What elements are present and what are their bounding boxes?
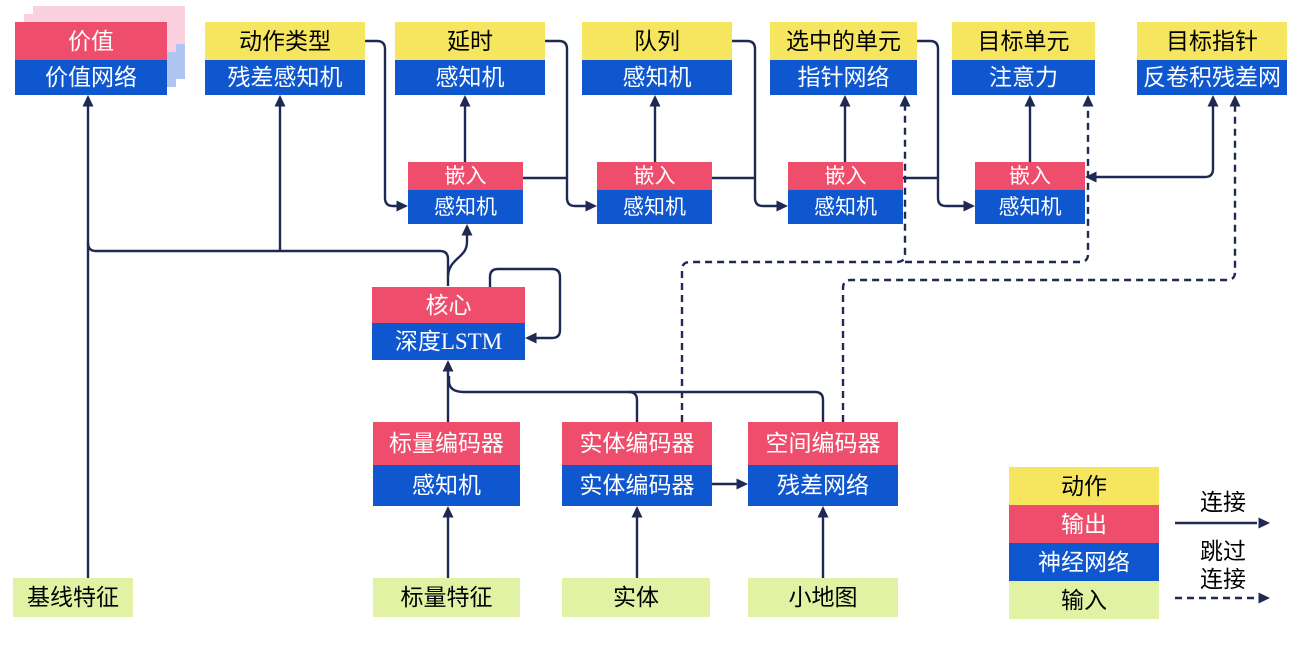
entities-node: 实体	[562, 578, 710, 617]
network-row: 实体编码器	[562, 465, 712, 506]
action-type-node: 动作类型残差感知机	[205, 22, 365, 95]
embed4-node: 嵌入感知机	[975, 162, 1085, 224]
baseline-features-node: 基线特征	[13, 578, 133, 617]
action-row: 延时	[395, 22, 545, 60]
action-row: 动作	[1009, 467, 1159, 505]
input-row: 输入	[1009, 581, 1159, 619]
output-row: 嵌入	[975, 162, 1085, 190]
network-row: 反卷积残差网	[1137, 60, 1287, 95]
legend-solid-arrow-label: 连接	[1200, 490, 1246, 515]
minimap-node: 小地图	[748, 578, 898, 617]
action-row: 目标单元	[952, 22, 1095, 60]
output-row: 实体编码器	[562, 422, 712, 465]
network-row: 感知机	[373, 465, 520, 506]
network-row: 深度LSTM	[372, 323, 525, 360]
output-row: 嵌入	[788, 162, 903, 190]
network-row: 价值网络	[15, 60, 167, 95]
delay-node: 延时感知机	[395, 22, 545, 95]
output-row: 标量编码器	[373, 422, 520, 465]
legend-dashed-arrow-label-line2: 连接	[1200, 567, 1246, 592]
target-pointer-node: 目标指针反卷积残差网	[1137, 22, 1287, 95]
output-row: 价值	[15, 22, 167, 60]
input-row: 标量特征	[373, 578, 520, 617]
output-row: 嵌入	[597, 162, 712, 190]
input-row: 基线特征	[13, 578, 133, 617]
network-row: 残差感知机	[205, 60, 365, 95]
selected-units-node: 选中的单元指针网络	[770, 22, 917, 95]
network-row: 残差网络	[748, 465, 898, 506]
output-row: 核心	[372, 287, 525, 323]
action-row: 选中的单元	[770, 22, 917, 60]
network-row: 感知机	[395, 60, 545, 95]
network-row: 神经网络	[1009, 543, 1159, 581]
output-row: 嵌入	[408, 162, 523, 190]
action-row: 队列	[582, 22, 732, 60]
network-row: 感知机	[597, 190, 712, 224]
input-row: 小地图	[748, 578, 898, 617]
network-row: 感知机	[408, 190, 523, 224]
action-row: 目标指针	[1137, 22, 1287, 60]
network-row: 感知机	[788, 190, 903, 224]
output-row: 空间编码器	[748, 422, 898, 465]
legend-color-key: 动作输出神经网络输入	[1009, 467, 1159, 619]
output-row: 输出	[1009, 505, 1159, 543]
network-row: 指针网络	[770, 60, 917, 95]
network-row: 感知机	[582, 60, 732, 95]
input-row: 实体	[562, 578, 710, 617]
value-node: 价值价值网络	[15, 22, 167, 95]
core-node: 核心深度LSTM	[372, 287, 525, 360]
network-row: 感知机	[975, 190, 1085, 224]
legend-dashed-arrow-label-line1: 跳过	[1200, 539, 1246, 564]
embed1-node: 嵌入感知机	[408, 162, 523, 224]
target-unit-node: 目标单元注意力	[952, 22, 1095, 95]
scalar-encoder-node: 标量编码器感知机	[373, 422, 520, 506]
queue-node: 队列感知机	[582, 22, 732, 95]
embed2-node: 嵌入感知机	[597, 162, 712, 224]
action-row: 动作类型	[205, 22, 365, 60]
scalar-features-node: 标量特征	[373, 578, 520, 617]
embed3-node: 嵌入感知机	[788, 162, 903, 224]
spatial-encoder-node: 空间编码器残差网络	[748, 422, 898, 506]
entity-encoder-node: 实体编码器实体编码器	[562, 422, 712, 506]
network-row: 注意力	[952, 60, 1095, 95]
